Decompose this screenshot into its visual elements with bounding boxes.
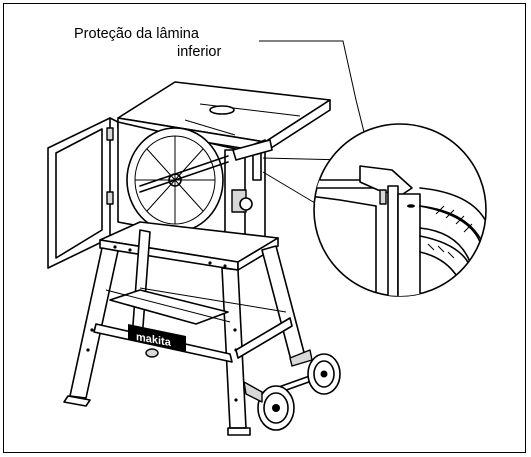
- callout-label-line2: inferior: [177, 44, 222, 60]
- cross-braces: [93, 287, 293, 363]
- adjuster-foot: [145, 348, 159, 358]
- tension-knob: [231, 189, 253, 213]
- saw-door: [47, 117, 119, 269]
- saw-table: [117, 81, 331, 153]
- callout-label-line1: Proteção da lâmina: [74, 26, 199, 42]
- detail-magnifier: [313, 123, 487, 297]
- makita-logo-plate: makita: [128, 324, 186, 352]
- saw-wheel: [126, 127, 229, 233]
- stand-wheels: [243, 349, 341, 431]
